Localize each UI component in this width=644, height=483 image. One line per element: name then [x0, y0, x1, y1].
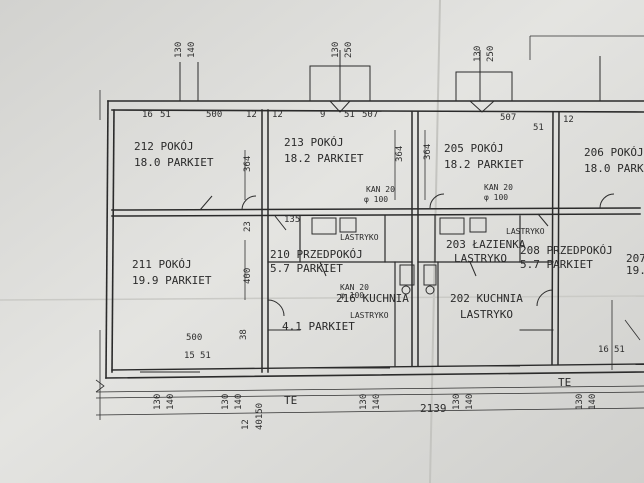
dim-top-250: 250 — [486, 46, 496, 62]
room-216-name: 216 KUCHNIA — [336, 292, 409, 305]
dim-51: 51 — [200, 351, 211, 361]
room-211-name: 211 POKÓJ — [132, 258, 192, 271]
room-207-name: 207 POKÓJ — [626, 252, 644, 265]
room-211-area: 19.9 PARKIET — [132, 274, 212, 287]
room-205-name: 205 POKÓJ — [444, 142, 504, 155]
dim-15: 15 — [184, 351, 195, 361]
room-208-name: 208 PRZEDPOKÓJ — [520, 244, 613, 257]
dim-51: 51 — [614, 345, 625, 355]
dim-400: 400 — [243, 268, 253, 284]
dim-bottom-140: 140 — [234, 394, 244, 410]
dim-51: 51 — [533, 123, 544, 133]
dim-bottom-130: 130 — [221, 394, 231, 410]
dim-364: 364 — [395, 146, 405, 162]
walls — [105, 100, 644, 379]
kan-label: KAN 20 — [484, 183, 513, 192]
room-208-area: 5.7 PARKIET — [520, 258, 593, 271]
dim-23: 23 — [243, 221, 253, 232]
dimension-lines — [95, 35, 644, 420]
dim-507: 507 — [500, 113, 516, 123]
room-210-name: 210 PRZEDPOKÓJ — [270, 248, 363, 261]
room-207-area: 19.9 PARKIET — [626, 264, 644, 277]
dim-bottom-130: 130 — [359, 394, 369, 410]
kan-label: KAN 20 — [366, 185, 395, 194]
room-202-name: 202 KUCHNIA — [450, 292, 523, 305]
dim-bottom-40150: 40150 — [255, 403, 265, 430]
te-marker: TE — [558, 376, 571, 389]
dim-bottom-140: 140 — [588, 394, 598, 410]
room-212-area: 18.0 PARKIET — [134, 156, 214, 169]
kan-diameter: φ 100 — [364, 195, 388, 204]
dim-51: 51 — [344, 110, 355, 120]
dim-bottom-130: 130 — [452, 394, 462, 410]
dim-51: 51 — [160, 110, 171, 120]
dim-12: 12 — [272, 110, 283, 120]
dim-bottom-140: 140 — [465, 394, 475, 410]
room-202-floor: LASTRYKO — [460, 308, 513, 321]
dim-500: 500 — [206, 110, 222, 120]
dim-bottom-140: 140 — [372, 394, 382, 410]
dim-top-130: 130 — [473, 46, 483, 62]
room-203-name: 203 ŁAZIENKA — [446, 238, 526, 251]
dim-total-length: 2139 — [420, 402, 447, 415]
door-swings — [199, 193, 615, 317]
dim-16: 16 — [598, 345, 609, 355]
fixtures — [311, 217, 487, 295]
lastryko-label: LASTRYKO — [340, 233, 379, 242]
room-203-floor: LASTRYKO — [454, 252, 507, 265]
room-210-area: 5.7 PARKIET — [270, 262, 343, 275]
dim-top-140: 140 — [187, 42, 197, 58]
room-213-area: 18.2 PARKIET — [284, 152, 364, 165]
dim-bottom-130: 130 — [153, 394, 163, 410]
te-marker: TE — [284, 394, 297, 407]
kan-label: KAN 20 — [340, 283, 369, 292]
kan-diameter: φ 100 — [340, 291, 364, 300]
kan-diameter: φ 100 — [484, 193, 508, 202]
dim-top-130: 130 — [174, 42, 184, 58]
room-216-area: 4.1 PARKIET — [282, 320, 355, 333]
dim-9: 9 — [320, 110, 325, 120]
room-212-name: 212 POKÓJ — [134, 140, 194, 153]
dim-top-130: 130 — [331, 42, 341, 58]
dim-507: 507 — [362, 110, 378, 120]
dim-364: 364 — [243, 156, 253, 172]
lastryko-label: LASTRYKO — [350, 311, 389, 320]
dim-bottom-12: 12 — [241, 419, 251, 430]
room-205-area: 18.2 PARKIET — [444, 158, 524, 171]
dim-135: 135 — [284, 215, 300, 225]
dim-500: 500 — [186, 333, 202, 343]
dim-bottom-130: 130 — [575, 394, 585, 410]
window-marks — [140, 50, 601, 373]
dim-16: 16 — [142, 110, 153, 120]
dim-12: 12 — [563, 115, 574, 125]
lastryko-label: LASTRYKO — [506, 227, 545, 236]
room-213-name: 213 POKÓJ — [284, 136, 344, 149]
dim-top-250: 250 — [344, 42, 354, 58]
dim-38: 38 — [239, 329, 249, 340]
dim-bottom-140: 140 — [166, 394, 176, 410]
dim-12: 12 — [246, 110, 257, 120]
dim-364: 364 — [423, 144, 433, 160]
room-206-area: 18.0 PARKIET — [584, 162, 644, 175]
room-206-name: 206 POKÓJ — [584, 146, 644, 159]
